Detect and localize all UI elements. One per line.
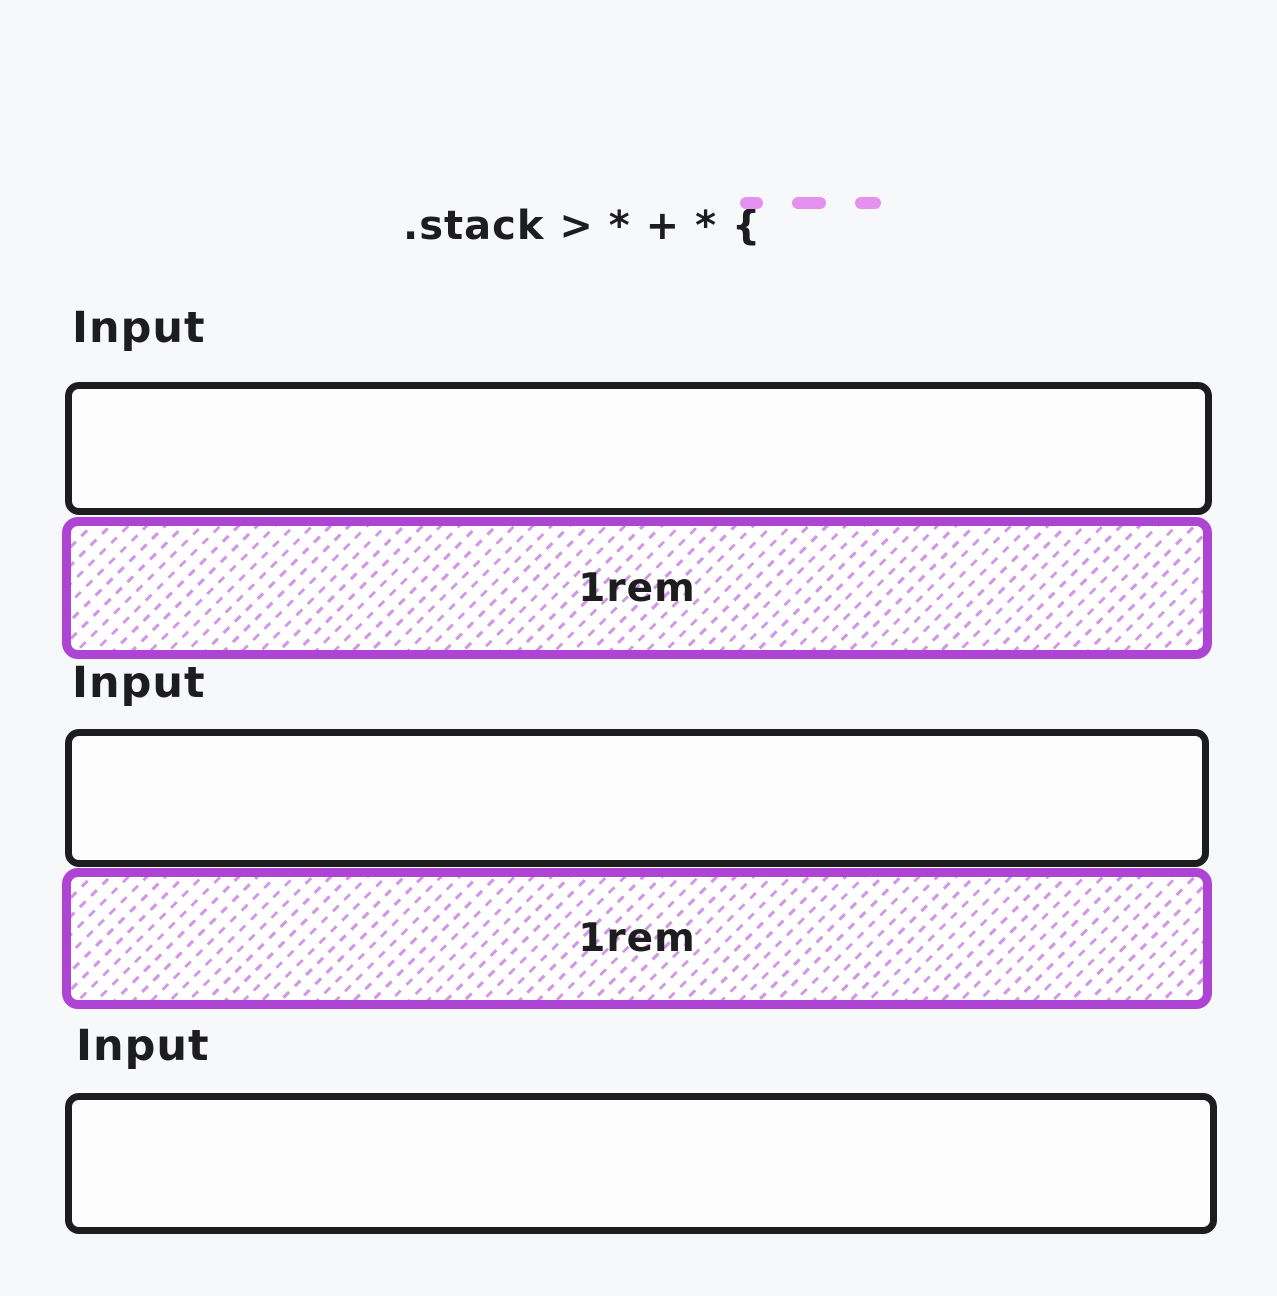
input-label: Input <box>76 1021 210 1071</box>
input-box <box>65 1093 1217 1234</box>
dashed-underline-icon <box>740 197 881 209</box>
underline-dash <box>792 197 826 209</box>
margin-box-label: 1rem <box>578 565 696 611</box>
input-label: Input <box>72 658 206 708</box>
input-label: Input <box>72 303 206 353</box>
code-line-selector: .stack > * + * { <box>403 203 762 249</box>
input-box <box>65 729 1209 867</box>
input-box <box>65 382 1212 515</box>
margin-box-label: 1rem <box>578 916 696 961</box>
margin-box: 1rem <box>62 868 1212 1009</box>
underline-dash <box>740 197 763 209</box>
underline-dash <box>855 197 881 209</box>
margin-box: 1rem <box>62 517 1212 659</box>
